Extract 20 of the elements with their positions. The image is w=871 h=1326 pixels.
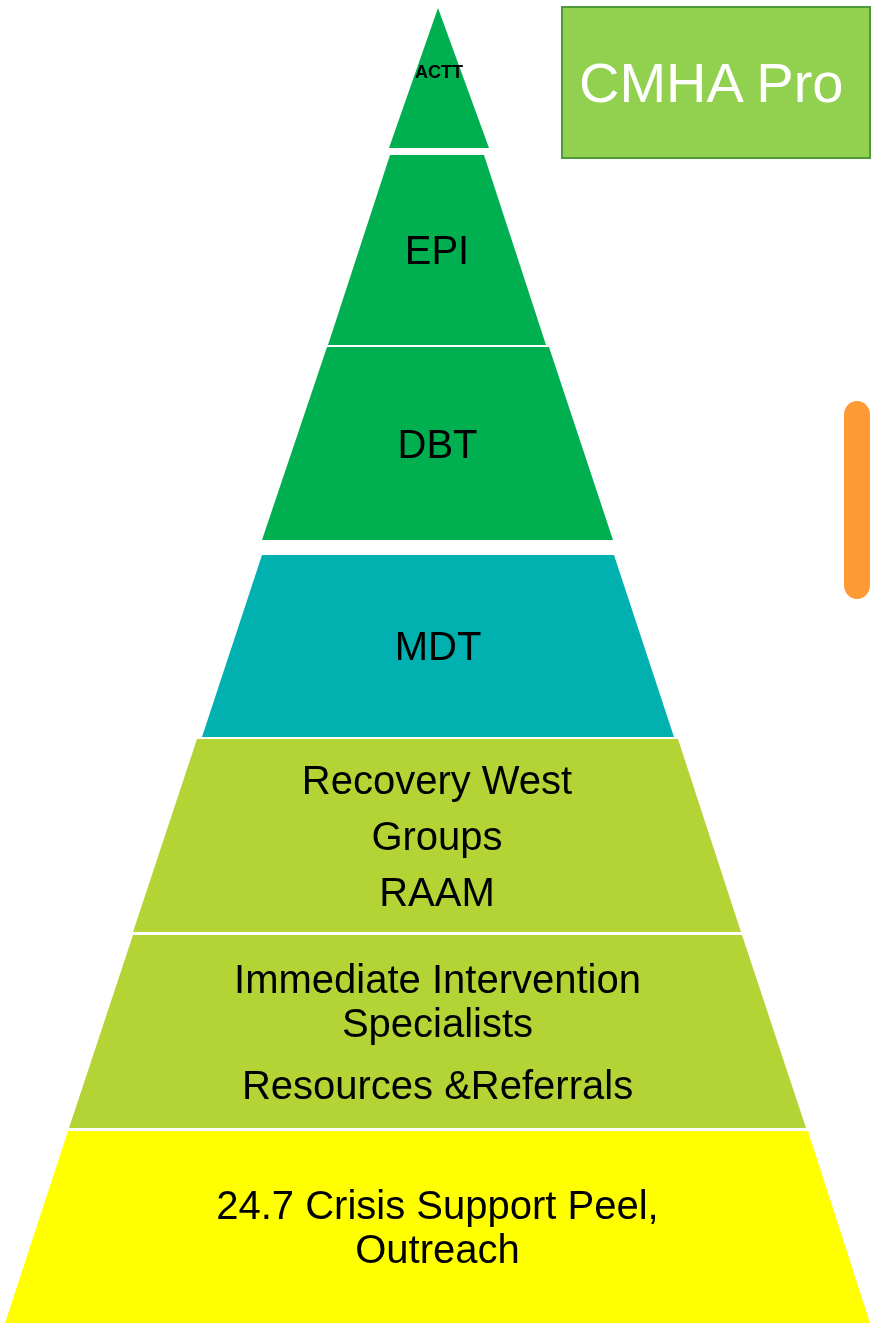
- pyramid-base-tier: [5, 1131, 870, 1323]
- pyramid-tier: [133, 739, 741, 932]
- pyramid-tier: [328, 155, 546, 345]
- tier-label: Immediate Intervention Specialists: [233, 956, 642, 1045]
- title-banner: [561, 6, 871, 159]
- side-panel: [843, 400, 871, 600]
- tier-label: Resources &Referrals: [241, 1062, 634, 1107]
- title-text: CMHA Pro: [579, 51, 844, 114]
- tier-label: ACTT: [415, 63, 463, 83]
- tier-label: Groups: [371, 813, 503, 858]
- pyramid-tier: [202, 555, 674, 737]
- tier-label: RAAM: [379, 869, 495, 914]
- tier-label: 24.7 Crisis Support Peel, Outreach: [215, 1183, 660, 1271]
- tier-label: DBT: [397, 421, 478, 466]
- tier-label: EPI: [404, 228, 470, 272]
- pyramid-tier: [389, 8, 489, 148]
- pyramid-tier: [262, 347, 613, 540]
- pyramid-tier: [69, 935, 806, 1128]
- tier-label: MDT: [394, 624, 482, 668]
- tier-label: Recovery West: [301, 757, 573, 802]
